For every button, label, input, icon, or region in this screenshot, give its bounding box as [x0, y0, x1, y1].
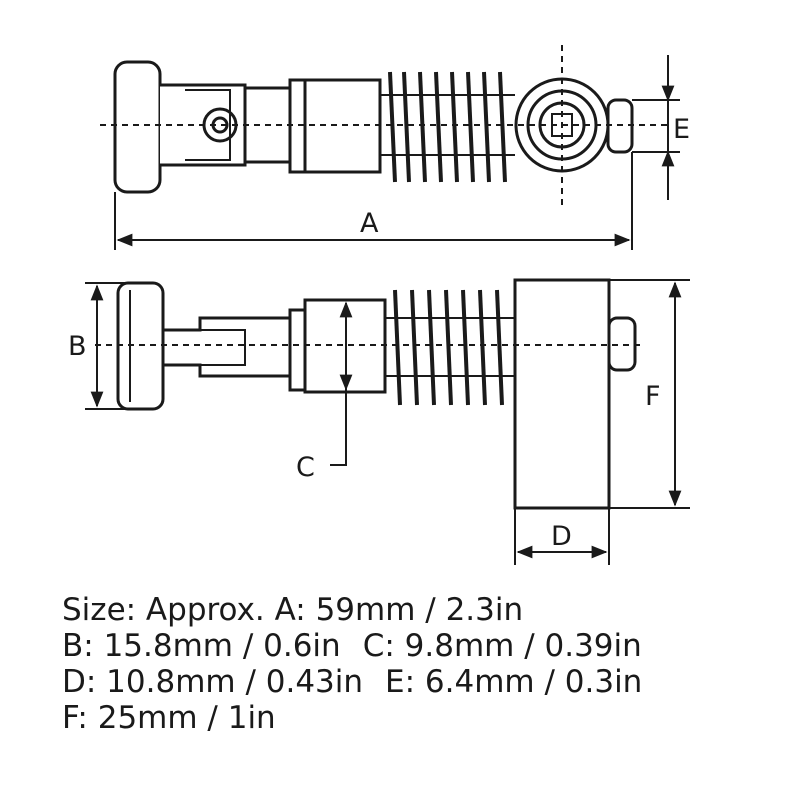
label-e: E — [673, 114, 690, 145]
top-view — [100, 45, 680, 250]
label-a: A — [360, 208, 379, 239]
spec-b: B: 15.8mm / 0.6in — [62, 628, 341, 664]
side-view — [85, 278, 690, 565]
side-spring — [393, 289, 504, 406]
label-c: C — [296, 452, 315, 483]
pin-dimension-diagram: A E — [68, 45, 690, 565]
top-knob-head — [113, 60, 162, 194]
side-block-base — [513, 278, 611, 510]
spec-line-4: F: 25mm / 1in — [62, 700, 276, 736]
top-spring — [388, 71, 507, 183]
spec-e: E: 6.4mm / 0.3in — [385, 664, 643, 700]
label-d: D — [551, 521, 572, 552]
side-collar — [288, 308, 307, 392]
side-shaft — [163, 316, 290, 378]
spec-d: D: 10.8mm / 0.43in — [62, 664, 364, 700]
spec-c: C: 9.8mm / 0.39in — [362, 628, 642, 664]
label-f: F — [645, 381, 661, 412]
spec-line-2: B: 15.8mm / 0.6in C: 9.8mm / 0.39in — [62, 628, 782, 664]
label-b: B — [68, 331, 87, 362]
spec-line-1: Size: Approx. A: 59mm / 2.3in — [62, 592, 524, 628]
size-specification: Size: Approx. A: 59mm / 2.3in B: 15.8mm … — [62, 592, 782, 736]
spec-line-3: D: 10.8mm / 0.43in E: 6.4mm / 0.3in — [62, 664, 782, 700]
